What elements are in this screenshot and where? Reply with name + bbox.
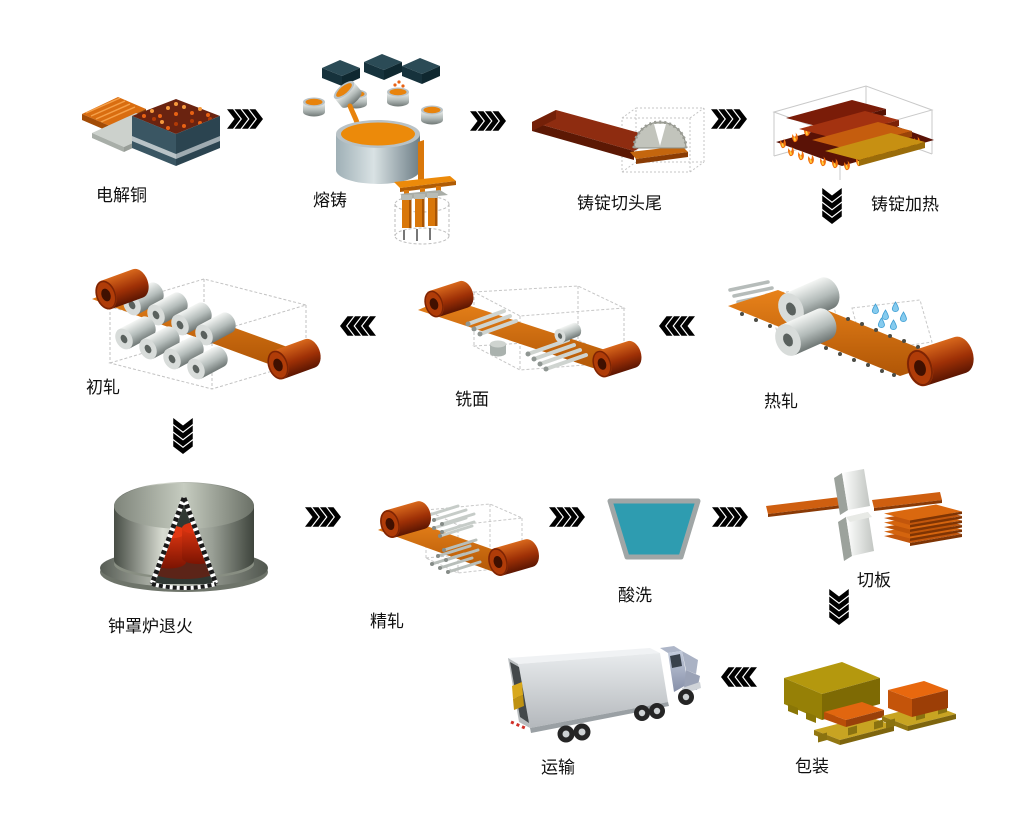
arrow-rough-rolling-to-bell-annealing-icon bbox=[165, 418, 201, 454]
cab bbox=[660, 646, 701, 694]
label-face-milling: 铣面 bbox=[455, 390, 489, 409]
casting-mold bbox=[394, 190, 450, 245]
label-rough-rolling: 初轧 bbox=[86, 378, 120, 397]
plate-cutting-illustration bbox=[766, 469, 962, 561]
circular-saw bbox=[632, 120, 688, 149]
arrow-pickling-to-plate-cutting-icon bbox=[712, 505, 748, 529]
copper-strip bbox=[418, 298, 636, 373]
arrow-electrolytic-copper-to-melting-casting-icon bbox=[227, 107, 263, 131]
arrow-melting-casting-to-ingot-cropping-icon bbox=[470, 109, 506, 133]
rod-cluster-bottom bbox=[430, 538, 482, 574]
pickling-tank bbox=[607, 498, 701, 560]
station-finish-rolling bbox=[370, 498, 543, 590]
pickling-tank-illustration bbox=[607, 498, 701, 560]
charge-boxes bbox=[322, 54, 440, 86]
label-plate-cutting: 切板 bbox=[857, 571, 891, 590]
finish-rolling-illustration bbox=[376, 498, 543, 580]
wheels bbox=[557, 689, 694, 743]
hatched-cut-edges bbox=[149, 497, 219, 590]
milling-rods bbox=[466, 309, 588, 371]
copper-cathode-box bbox=[132, 99, 220, 166]
strip-right bbox=[872, 492, 942, 511]
electrolytic-copper-illustration bbox=[82, 97, 220, 166]
arrow-finish-rolling-to-pickling-icon bbox=[549, 505, 585, 529]
station-transport bbox=[500, 640, 720, 760]
station-ingot-cropping bbox=[530, 98, 705, 190]
arrow-face-milling-to-rough-rolling-icon bbox=[340, 314, 376, 338]
arrow-bell-annealing-to-finish-rolling-icon bbox=[305, 505, 341, 529]
label-pickling: 酸洗 bbox=[618, 586, 652, 605]
trailer bbox=[508, 648, 669, 733]
arrow-ingot-heating-to-hot-rolling-icon bbox=[814, 188, 850, 224]
label-ingot-cropping: 铸锭切头尾 bbox=[577, 194, 662, 213]
station-packing bbox=[770, 650, 960, 760]
mill-head bbox=[490, 321, 584, 357]
right-pallet bbox=[882, 681, 956, 731]
heated-slabs bbox=[786, 100, 925, 166]
center-pallet bbox=[814, 702, 894, 745]
exit-coil bbox=[588, 337, 646, 381]
station-face-milling bbox=[410, 277, 646, 392]
transport-truck-illustration bbox=[508, 646, 701, 743]
station-bell-annealing bbox=[96, 472, 276, 602]
edge-bolts bbox=[740, 312, 920, 377]
packing-illustration bbox=[784, 662, 956, 745]
station-hot-rolling bbox=[724, 273, 980, 396]
cut-piece bbox=[630, 146, 688, 164]
cooling-water-drops bbox=[871, 301, 907, 331]
sheet-stack bbox=[884, 504, 962, 546]
label-packing: 包装 bbox=[795, 757, 829, 776]
arrow-hot-rolling-to-face-milling-icon bbox=[659, 314, 695, 338]
label-finish-rolling: 精轧 bbox=[370, 612, 404, 631]
open-rear-cargo bbox=[508, 658, 530, 730]
label-hot-rolling: 热轧 bbox=[764, 392, 798, 411]
label-ingot-heating: 铸锭加热 bbox=[871, 195, 939, 214]
strip-left bbox=[766, 497, 842, 517]
rod-cluster-top bbox=[424, 504, 476, 538]
station-plate-cutting bbox=[764, 466, 969, 566]
rough-rolling-illustration bbox=[90, 265, 326, 390]
bell-annealing-illustration bbox=[100, 482, 268, 592]
ingot-heating-illustration bbox=[772, 85, 934, 180]
label-transport: 运输 bbox=[541, 758, 575, 777]
exit-coil bbox=[484, 536, 543, 580]
station-electrolytic-copper bbox=[78, 86, 223, 178]
hot-rolling-illustration bbox=[728, 273, 980, 391]
lower-shear-blade bbox=[838, 512, 874, 561]
label-melting-casting: 熔铸 bbox=[313, 191, 347, 210]
copper-slab bbox=[532, 110, 658, 160]
station-ingot-heating bbox=[770, 78, 935, 180]
face-milling-illustration bbox=[418, 277, 646, 381]
arrow-packing-to-transport-icon bbox=[721, 665, 757, 689]
arrow-plate-cutting-to-packing-icon bbox=[821, 589, 857, 625]
melting-casting-illustration bbox=[303, 54, 456, 245]
rod-ends bbox=[465, 321, 549, 372]
station-melting-casting bbox=[298, 54, 458, 246]
station-rough-rolling bbox=[80, 263, 326, 400]
melting-vat bbox=[336, 120, 420, 184]
station-pickling bbox=[606, 497, 702, 562]
label-electrolytic-copper: 电解铜 bbox=[96, 186, 147, 205]
upper-shear-blade bbox=[834, 469, 870, 515]
label-bell-annealing: 钟罩炉退火 bbox=[108, 617, 193, 636]
arrow-ingot-cropping-to-ingot-heating-icon bbox=[711, 107, 747, 131]
ingot-cropping-illustration bbox=[532, 107, 705, 173]
exit-coil bbox=[901, 332, 980, 391]
